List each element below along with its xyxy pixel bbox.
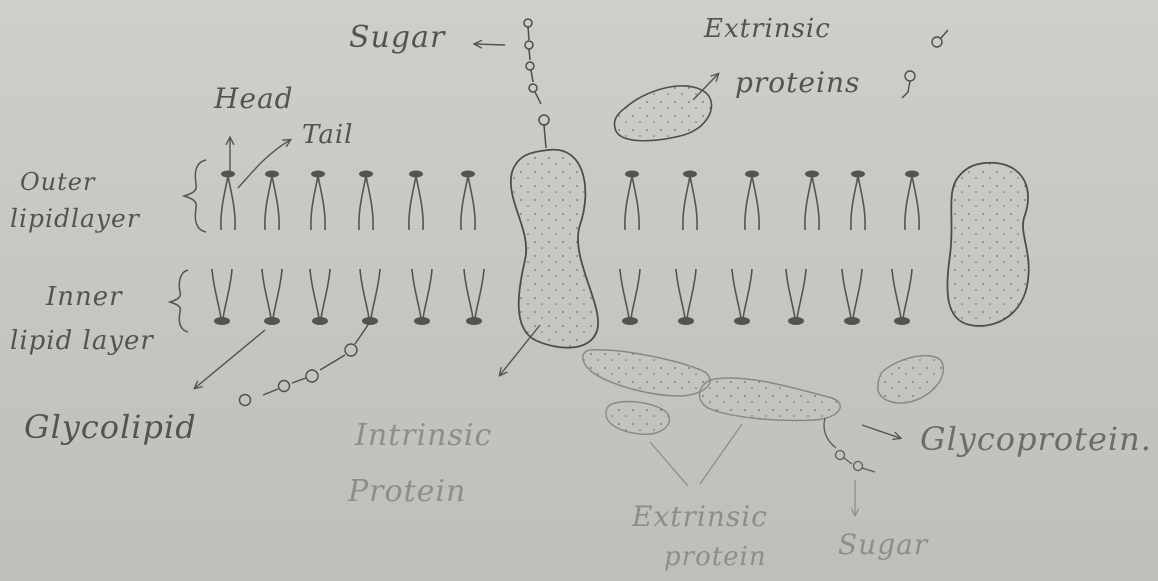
outer-phospholipid (805, 171, 819, 231)
inner-phospholipid (360, 269, 380, 325)
inner-phospholipid (620, 269, 640, 325)
inner-layer-brace (170, 270, 188, 332)
outer-phospholipid (311, 171, 325, 231)
extrinsic-protein-bottom-4 (878, 356, 943, 403)
inner-phospholipid (786, 269, 806, 325)
inner-phospholipid (892, 269, 912, 325)
extrinsic-protein-bottom-3 (606, 402, 669, 435)
outer-phospholipid (745, 171, 759, 231)
label-inner-1: Inner (46, 282, 123, 312)
sugar-chain-top (524, 19, 549, 148)
inner-phospholipid (212, 269, 232, 325)
inner-phospholipid (842, 269, 862, 325)
label-extrinsic-bottom-2: protein (664, 542, 767, 572)
outer-phospholipid (409, 171, 423, 231)
outer-phospholipid (461, 171, 475, 231)
outer-phospholipid (851, 171, 865, 231)
outer-phospholipid (221, 171, 235, 231)
outer-phospholipid (625, 171, 639, 231)
label-sugar-top: Sugar (349, 20, 445, 55)
outer-phospholipid (359, 171, 373, 231)
label-extrinsic-top-1: Extrinsic (704, 14, 831, 44)
intrinsic-protein-shape (511, 150, 598, 348)
label-head: Head (214, 82, 294, 115)
inner-phospholipid (464, 269, 484, 325)
inner-phospholipid (732, 269, 752, 325)
right-membrane-protein (947, 163, 1028, 326)
outer-phospholipid (683, 171, 697, 231)
label-sugar-bottom: Sugar (838, 528, 928, 561)
label-tail: Tail (302, 120, 353, 150)
outer-phospholipid (265, 171, 279, 231)
label-outer-1: Outer (20, 168, 95, 196)
extrinsic-protein-bottom-2 (700, 378, 841, 421)
label-extrinsic-top-2: proteins (735, 66, 860, 99)
inner-phospholipid (412, 269, 432, 325)
label-inner-2: lipid layer (10, 326, 154, 356)
extrinsic-protein-top (614, 86, 711, 141)
outer-phospholipid (905, 171, 919, 231)
inner-phospholipid (262, 269, 282, 325)
sugar-fragment-top-right (902, 30, 948, 98)
outer-layer-brace (184, 160, 206, 232)
label-intrinsic-2: Protein (348, 474, 466, 509)
label-glycolipid: Glycolipid (24, 408, 197, 446)
label-outer-2: lipidlayer (10, 204, 140, 233)
inner-phospholipid (676, 269, 696, 325)
inner-phospholipid (310, 269, 330, 325)
extrinsic-protein-bottom-1 (583, 350, 710, 396)
label-extrinsic-bottom-1: Extrinsic (632, 500, 768, 533)
label-intrinsic-1: Intrinsic (355, 418, 492, 453)
label-glycoprotein: Glycoprotein. (920, 420, 1152, 458)
